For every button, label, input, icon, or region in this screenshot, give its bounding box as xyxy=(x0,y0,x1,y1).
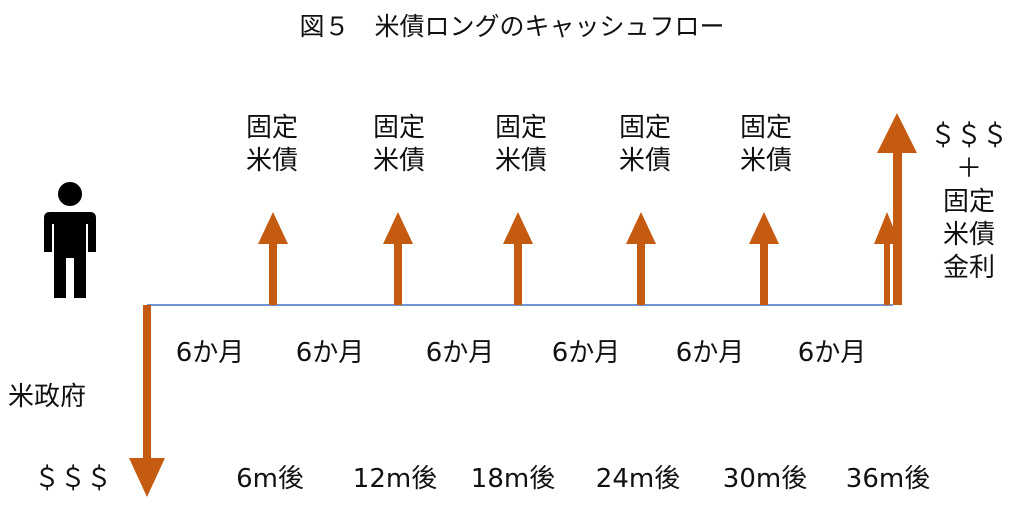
interval-label-2: 6か月 xyxy=(295,338,365,368)
diagram-title: 図５ 米債ロングのキャッシュフロー xyxy=(299,12,725,41)
milestone-label-6: 36m後 xyxy=(845,464,931,494)
milestone-label-1: 6m後 xyxy=(236,464,304,494)
interval-label-1: 6か月 xyxy=(175,338,245,368)
coupon-label-2: 固定米債 xyxy=(372,113,425,176)
final-payment-label: ＄＄＄ ＋ 固定 米債 金利 xyxy=(929,121,1008,283)
interval-label-5: 6か月 xyxy=(675,338,745,368)
principal-outflow-arrow xyxy=(129,305,165,497)
coupon-arrow-3 xyxy=(503,212,533,305)
milestone-label-3: 18m後 xyxy=(470,464,556,494)
interval-label-6: 6か月 xyxy=(797,338,867,368)
person-icon xyxy=(44,182,96,298)
coupon-label-3: 固定米債 xyxy=(494,113,547,176)
coupon-arrow-1 xyxy=(258,212,288,305)
coupon-arrow-4 xyxy=(626,212,656,305)
coupon-arrow-2 xyxy=(383,212,413,305)
milestone-label-4: 24m後 xyxy=(595,464,681,494)
coupon-label-4: 固定米債 xyxy=(618,113,671,176)
interval-label-3: 6か月 xyxy=(425,338,495,368)
milestone-label-2: 12m後 xyxy=(352,464,438,494)
coupon-label-5: 固定米債 xyxy=(739,113,792,176)
interval-label-4: 6か月 xyxy=(551,338,621,368)
coupon-label-1: 固定米債 xyxy=(245,113,298,176)
milestone-label-5: 30m後 xyxy=(722,464,808,494)
principal-label: ＄＄＄ xyxy=(34,464,113,494)
final-payment-arrow xyxy=(877,113,917,305)
coupon-arrow-5 xyxy=(749,212,779,305)
issuer-label: 米政府 xyxy=(8,382,87,412)
